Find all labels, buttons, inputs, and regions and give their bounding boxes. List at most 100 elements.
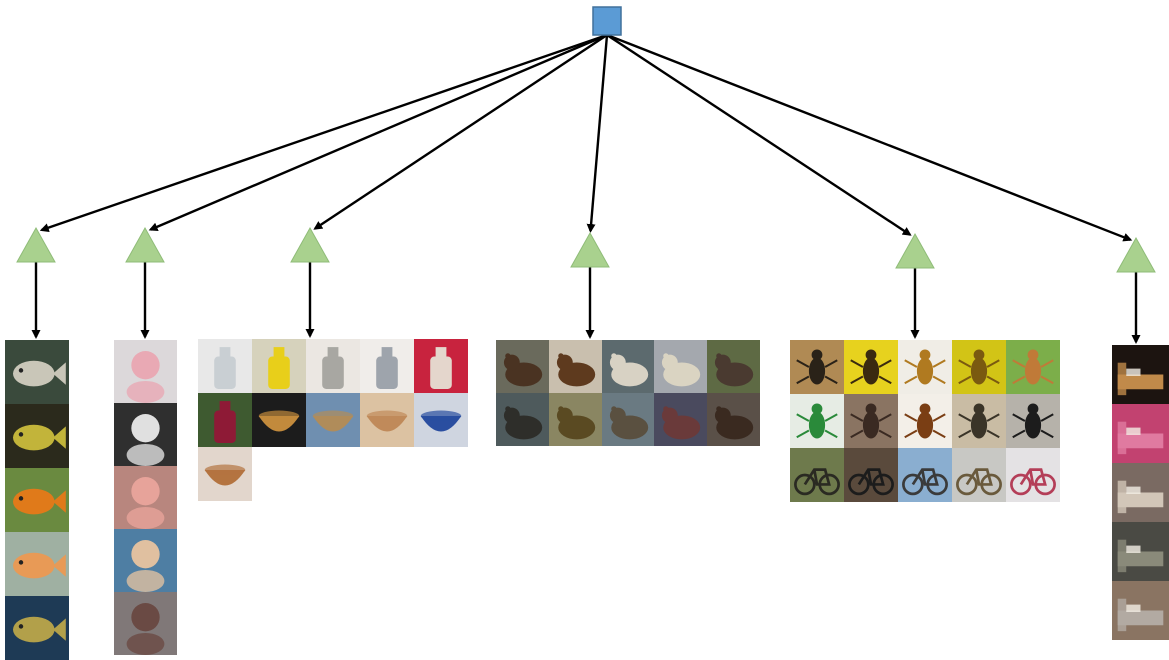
thumbnail-container-7 — [306, 393, 360, 447]
cluster-container — [198, 339, 468, 501]
bear-icon — [715, 406, 754, 440]
thumbnail-baby-0 — [114, 340, 177, 403]
edge-root-to-branch-fish — [39, 33, 608, 233]
thumbnail-container-2 — [306, 339, 360, 393]
thumbnail-insect-13 — [952, 448, 1006, 502]
fish-icon — [13, 424, 66, 451]
branch-node-furniture — [1116, 236, 1156, 273]
thumbnail-baby-4 — [114, 592, 177, 655]
thumbnail-insect-9 — [1006, 394, 1060, 448]
thumbnail-baby-3 — [114, 529, 177, 592]
bed-icon — [1117, 480, 1164, 514]
nodes-group — [16, 6, 1156, 273]
bear-icon — [662, 406, 701, 440]
bear-icon — [556, 406, 595, 440]
branch-node-fish — [16, 226, 56, 263]
edge-root-to-branch-baby — [148, 33, 608, 232]
bed-icon — [1117, 539, 1164, 573]
cluster-furniture — [1112, 345, 1169, 640]
edge-root-to-branch-bear — [586, 34, 609, 234]
thumbnail-furniture-0 — [1112, 345, 1169, 404]
thumbnail-fish-0 — [5, 340, 69, 404]
baby-icon — [126, 603, 165, 655]
thumbnail-baby-2 — [114, 466, 177, 529]
thumbnail-furniture-3 — [1112, 522, 1169, 581]
thumbnail-bear-7 — [601, 393, 655, 446]
thumbnail-fish-2 — [5, 468, 69, 532]
bed-icon — [1117, 421, 1164, 455]
bottle-icon — [268, 347, 290, 389]
thumbnail-bear-2 — [601, 340, 655, 393]
thumbnail-container-8 — [360, 393, 414, 447]
bear-icon — [715, 353, 754, 387]
thumbnail-insect-2 — [898, 340, 952, 394]
thumbnail-insect-5 — [790, 394, 844, 448]
thumbnail-container-4 — [414, 339, 468, 393]
fish-icon — [13, 488, 66, 515]
bicycle-icon — [848, 468, 894, 496]
insect-icon — [850, 349, 892, 385]
insect-icon — [796, 403, 838, 439]
thumbnail-insect-8 — [952, 394, 1006, 448]
thumbnail-insect-11 — [844, 448, 898, 502]
cluster-insect — [790, 340, 1060, 502]
bowl-icon — [204, 464, 246, 486]
thumbnail-insect-6 — [844, 394, 898, 448]
bear-icon — [556, 353, 595, 387]
thumbnail-bear-0 — [496, 340, 549, 393]
bicycle-icon — [794, 468, 840, 496]
fish-icon — [13, 616, 66, 643]
thumbnail-insect-10 — [790, 448, 844, 502]
branch-node-baby — [125, 226, 165, 263]
cluster-baby — [114, 340, 177, 655]
bed-icon — [1117, 598, 1164, 632]
thumbnail-bear-4 — [707, 340, 760, 393]
baby-icon — [126, 351, 165, 403]
baby-icon — [126, 540, 165, 592]
thumbnail-container-6 — [252, 393, 306, 447]
branch-node-insect — [895, 232, 935, 269]
cluster-fish — [5, 340, 69, 660]
thumbnail-insect-14 — [1006, 448, 1060, 502]
bowl-icon — [312, 410, 354, 432]
branch-node-container — [290, 226, 330, 263]
bottle-icon — [214, 347, 236, 389]
edges-group — [31, 33, 1141, 344]
insect-icon — [1012, 403, 1054, 439]
baby-icon — [126, 477, 165, 529]
bear-icon — [503, 353, 543, 387]
thumbnail-fish-1 — [5, 404, 69, 468]
thumbnail-bear-5 — [496, 393, 549, 446]
thumbnail-baby-1 — [114, 403, 177, 466]
bear-icon — [503, 406, 543, 440]
bear-icon — [609, 406, 648, 440]
thumbnail-insect-12 — [898, 448, 952, 502]
thumbnail-container-9 — [414, 393, 468, 447]
root-node — [592, 6, 622, 36]
thumbnail-container-10 — [198, 447, 252, 501]
fish-icon — [13, 360, 66, 387]
insect-icon — [796, 349, 838, 385]
thumbnail-insect-7 — [898, 394, 952, 448]
thumbnail-furniture-4 — [1112, 581, 1169, 640]
bicycle-icon — [956, 468, 1002, 496]
thumbnail-bear-1 — [548, 340, 602, 393]
insect-icon — [850, 403, 892, 439]
branch-node-bear — [570, 231, 610, 268]
bowl-icon — [258, 410, 300, 432]
cluster-bear — [496, 340, 760, 446]
bottle-icon — [322, 347, 344, 389]
thumbnail-insect-0 — [790, 340, 844, 394]
insect-icon — [904, 349, 946, 385]
thumbnail-insect-4 — [1006, 340, 1060, 394]
bed-icon — [1117, 362, 1164, 396]
bicycle-icon — [902, 468, 948, 496]
fish-icon — [13, 552, 66, 579]
thumbnail-container-3 — [360, 339, 414, 393]
thumbnail-bear-6 — [548, 393, 602, 446]
insect-icon — [1012, 349, 1054, 385]
thumbnail-fish-4 — [5, 596, 69, 660]
thumbnail-bear-8 — [654, 393, 708, 446]
bottle-icon — [214, 401, 236, 443]
